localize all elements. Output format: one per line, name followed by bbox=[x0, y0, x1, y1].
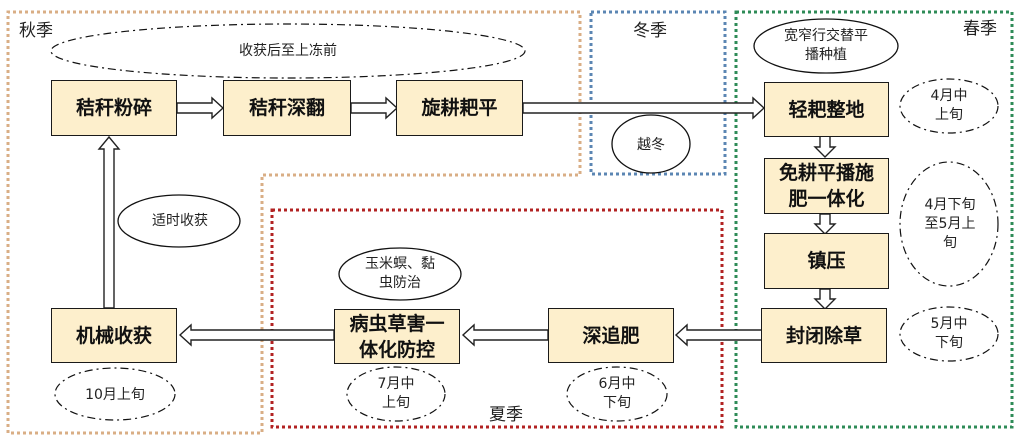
arrow-crush-to-plow bbox=[176, 96, 225, 120]
note-timely-harvest: 适时收获 bbox=[152, 212, 208, 229]
note-overwinter: 越冬 bbox=[637, 136, 665, 153]
note-ellipse-after-harvest bbox=[50, 23, 526, 79]
note-pest-targets: 玉米螟、黏虫防治 bbox=[365, 256, 435, 291]
arrow-rotary-to-harrow bbox=[522, 96, 766, 120]
step-notill-sow: 免耕平播施肥一体化 bbox=[764, 158, 889, 214]
timing-ellipse-apr-mid bbox=[899, 78, 999, 134]
autumn-region bbox=[6, 10, 582, 435]
winter-region bbox=[589, 10, 727, 176]
timing-ellipse-may-mid bbox=[899, 306, 999, 362]
note-ellipse-wide-narrow bbox=[753, 18, 899, 74]
season-label-winter: 冬季 bbox=[633, 21, 667, 41]
step-straw-plow: 秸秆深翻 bbox=[223, 80, 351, 136]
timing-ellipse-apr-late bbox=[899, 161, 999, 287]
spring-region bbox=[734, 10, 1014, 429]
step-pest-ctrl: 病虫草害一体化防控 bbox=[334, 309, 460, 364]
note-wide-narrow: 宽窄行交替平播种植 bbox=[784, 28, 868, 63]
step-seal-weed: 封闭除草 bbox=[761, 308, 887, 363]
arrow-fert-to-pest bbox=[461, 323, 549, 347]
timing-may-mid: 5月中下旬 bbox=[930, 316, 968, 351]
timing-ellipse-jul-mid bbox=[346, 366, 446, 422]
timing-jul-mid: 7月中上旬 bbox=[377, 376, 415, 411]
season-label-autumn: 秋季 bbox=[19, 21, 53, 41]
timing-oct-early: 10月上旬 bbox=[85, 386, 145, 403]
arrow-plow-to-rotary bbox=[350, 96, 399, 120]
timing-ellipse-jun-mid bbox=[566, 366, 668, 422]
arrow-pest-to-harvest bbox=[178, 323, 335, 347]
timing-ellipse-oct-early bbox=[54, 367, 176, 421]
step-rotary-level: 旋耕耙平 bbox=[396, 80, 523, 136]
summer-region bbox=[270, 208, 724, 429]
step-deep-fert: 深追肥 bbox=[548, 308, 674, 363]
note-ellipse-pest-targets bbox=[338, 247, 462, 301]
step-harvest: 机械收获 bbox=[51, 308, 177, 363]
step-light-harrow: 轻耙整地 bbox=[764, 82, 889, 137]
note-ellipse-timely-harvest bbox=[117, 194, 241, 248]
timing-apr-mid: 4月中上旬 bbox=[930, 88, 968, 123]
arrow-weed-to-fert bbox=[674, 323, 763, 347]
timing-jun-mid: 6月中下旬 bbox=[598, 376, 636, 411]
arrow-sow-to-compact bbox=[813, 213, 837, 235]
season-label-spring: 春季 bbox=[963, 19, 997, 39]
arrow-harrow-to-sow bbox=[813, 135, 837, 158]
timing-apr-late: 4月下旬至5月上旬 bbox=[924, 196, 976, 251]
season-label-summer: 夏季 bbox=[489, 405, 523, 425]
step-compact: 镇压 bbox=[764, 233, 889, 289]
note-after-harvest: 收获后至上冻前 bbox=[239, 42, 337, 59]
note-ellipse-overwinter bbox=[611, 114, 691, 174]
arrow-harvest-to-crush bbox=[97, 135, 121, 309]
step-straw-crush: 秸秆粉碎 bbox=[51, 80, 177, 136]
arrow-compact-to-weed bbox=[813, 288, 837, 310]
